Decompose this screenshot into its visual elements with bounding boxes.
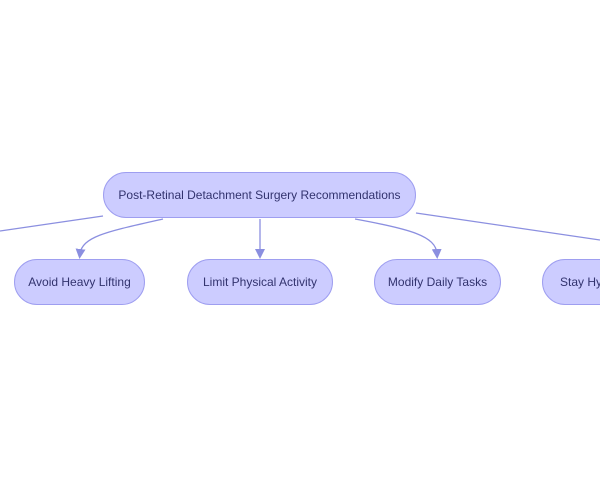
node-label: Limit Physical Activity (202, 275, 318, 289)
node-label: Modify Daily Tasks (387, 275, 488, 289)
edge-to-modify-daily-tasks (354, 218, 442, 259)
edge-to-stay-hydrated (415, 212, 600, 241)
node-stay-hydrated[interactable]: Stay Hydrated (542, 259, 600, 305)
node-label: Avoid Heavy Lifting (28, 275, 131, 289)
edge-offscreen-left (0, 215, 104, 232)
node-modify-daily-tasks[interactable]: Modify Daily Tasks (374, 259, 501, 305)
root-node-label: Post-Retinal Detachment Surgery Recommen… (118, 188, 401, 202)
edge-to-avoid-heavy-lifting (75, 218, 164, 259)
node-label: Stay Hydrated (560, 275, 600, 289)
node-limit-physical-activity[interactable]: Limit Physical Activity (187, 259, 333, 305)
root-node[interactable]: Post-Retinal Detachment Surgery Recommen… (103, 172, 416, 218)
node-avoid-heavy-lifting[interactable]: Avoid Heavy Lifting (14, 259, 145, 305)
